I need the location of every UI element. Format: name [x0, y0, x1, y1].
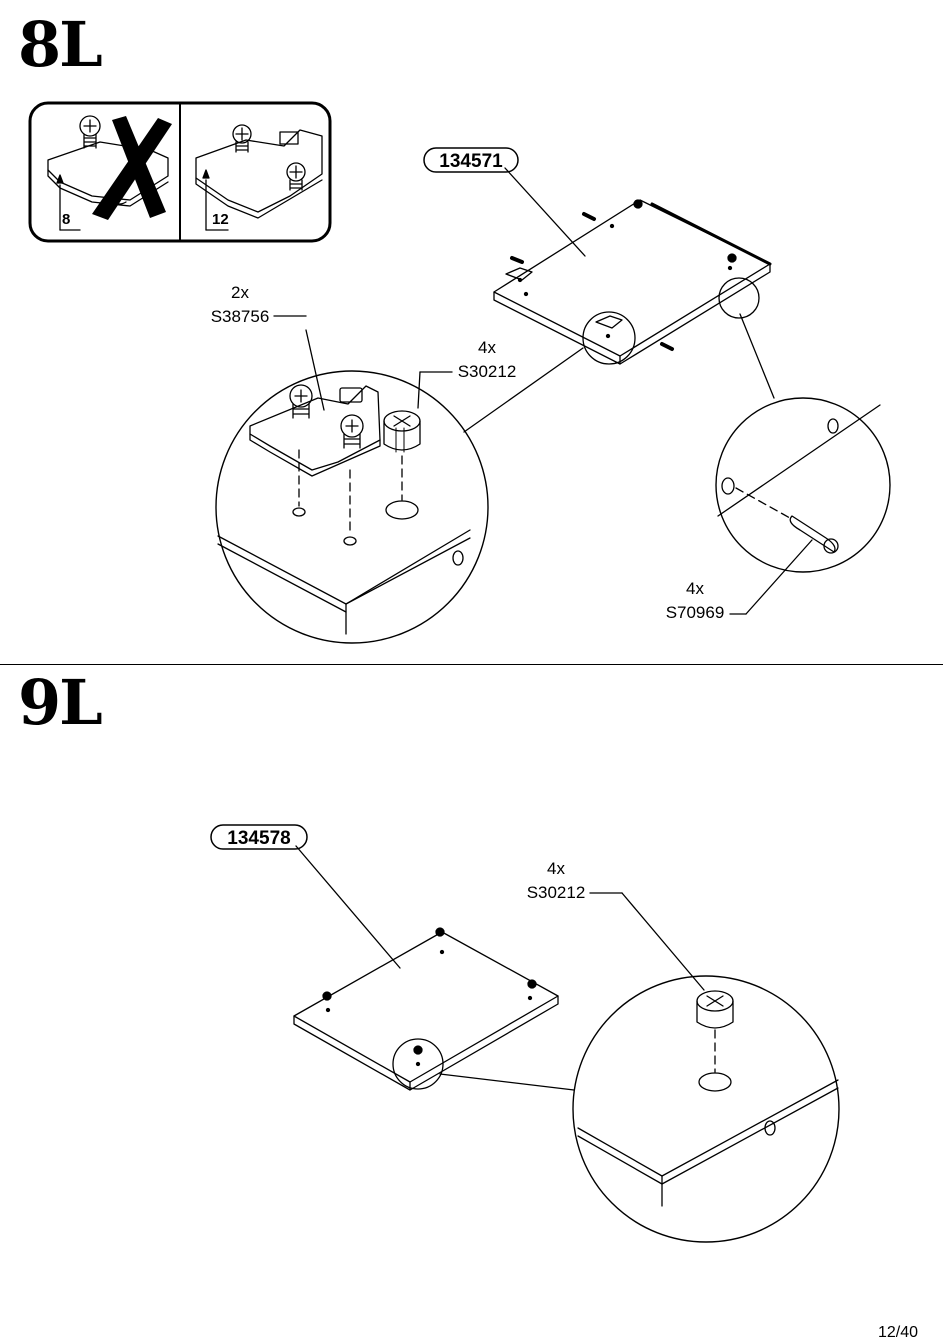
page-number: 12/40 — [877, 1324, 918, 1341]
hinge-plate-correct-icon — [195, 124, 323, 231]
hinge-plate-qty: 2x — [231, 283, 249, 302]
panel-code-badge-134578 — [210, 824, 308, 850]
dowel-code: S70969 — [666, 603, 725, 622]
wrong-depth-label: 8 — [62, 211, 70, 228]
panel-code-134578: 134578 — [227, 828, 290, 849]
right-depth-label: 12 — [212, 211, 229, 228]
depth-warning-box: 8 12 — [28, 101, 332, 243]
detail-circle-hinge — [215, 315, 489, 644]
step-8-title: 8L — [18, 8, 103, 81]
cam-code-step8: S30212 — [458, 362, 517, 381]
panel-134578 — [293, 845, 559, 1091]
detail-circle-dowel — [715, 397, 891, 615]
cam-code-step9: S30212 — [527, 883, 586, 902]
cross-out-mark — [92, 116, 172, 220]
detail-circle-cam — [572, 892, 840, 1243]
step-9-title: 9L — [18, 666, 103, 739]
panel-code-134571: 134571 — [439, 151, 503, 172]
step-divider — [0, 664, 943, 665]
hinge-plate-code: S38756 — [211, 307, 270, 326]
dowel-qty: 4x — [686, 579, 704, 598]
cam-qty-step9: 4x — [547, 859, 565, 878]
cam-qty-step8: 4x — [478, 338, 496, 357]
panel-code-badge-134571 — [423, 147, 519, 173]
panel-134571 — [493, 167, 772, 365]
